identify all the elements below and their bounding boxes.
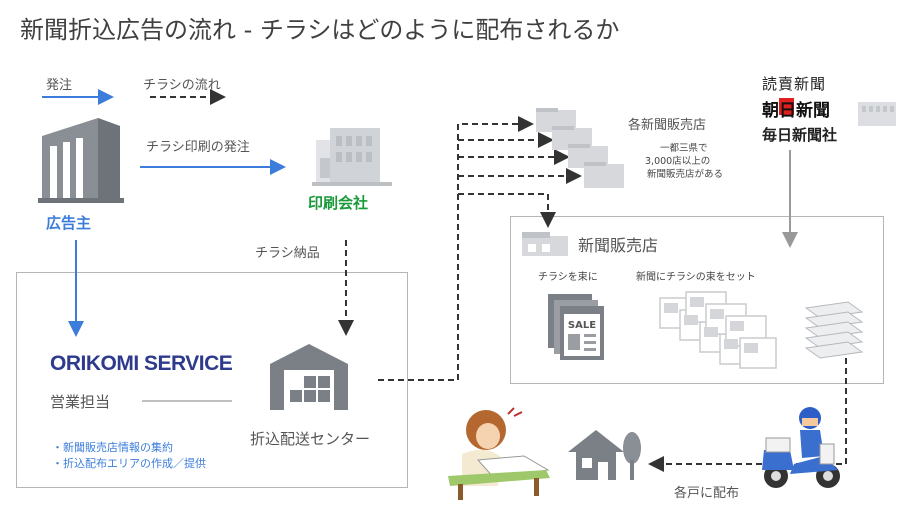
orikomi-bullet-2: ・折込配布エリアの作成／提供 [52, 457, 206, 470]
stores-label: 各新聞販売店 [628, 118, 707, 133]
legend-order-label: 発注 [46, 78, 73, 93]
advertiser-label: 広告主 [46, 214, 92, 232]
flyer-delivery-label: チラシ納品 [255, 246, 320, 261]
stores-note-2: 3,000店以上の [645, 156, 711, 167]
mainichi-logo: 毎日新聞社 [762, 126, 838, 144]
orikomi-bullet-1: ・新聞販売店情報の集約 [52, 441, 173, 454]
shop-title: 新聞販売店 [578, 236, 659, 255]
newspaper-set-icon [659, 291, 777, 369]
shop-bundle-label: チラシを束に [538, 272, 598, 283]
orikomi-service-logo: ORIKOMI SERVICE [50, 352, 233, 375]
advertiser-building-icon [38, 118, 124, 203]
yomiuri-logo: 読賣新聞 [762, 75, 827, 93]
newspaper-shops-icon [536, 108, 624, 188]
flyer-bundle-icon: SALE [548, 294, 604, 360]
sales-rep-label: 営業担当 [50, 393, 111, 411]
newspaper-company-building-icon [858, 102, 896, 126]
legend-flyer-flow-label: チラシの流れ [143, 78, 221, 93]
stores-note-1: 一都三県で [660, 143, 708, 154]
house-icon [568, 430, 641, 480]
page-title: 新聞折込広告の流れ - チラシはどのように配布されるか [20, 16, 620, 44]
shop-icon [522, 232, 568, 256]
asahi-logo: 朝日新聞 [762, 101, 830, 121]
printing-order-label: チラシ印刷の発注 [146, 140, 250, 155]
reading-woman-illustration [448, 407, 550, 500]
newspaper-shop-box [510, 216, 884, 384]
printing-company-building-icon [312, 128, 392, 186]
sale-text: SALE [568, 320, 596, 331]
printing-company-label: 印刷会社 [308, 194, 369, 212]
stores-note-3: 新聞販売店がある [647, 169, 724, 180]
door-to-door-label: 各戸に配布 [674, 486, 740, 501]
distribution-center-label: 折込配送センター [250, 430, 371, 448]
orikomi-section-box [16, 272, 408, 488]
warehouse-icon [270, 344, 348, 410]
shop-set-label: 新聞にチラシの束をセット [636, 272, 756, 283]
newspaper-stack-icon [804, 301, 864, 359]
delivery-scooter-icon [762, 407, 840, 488]
